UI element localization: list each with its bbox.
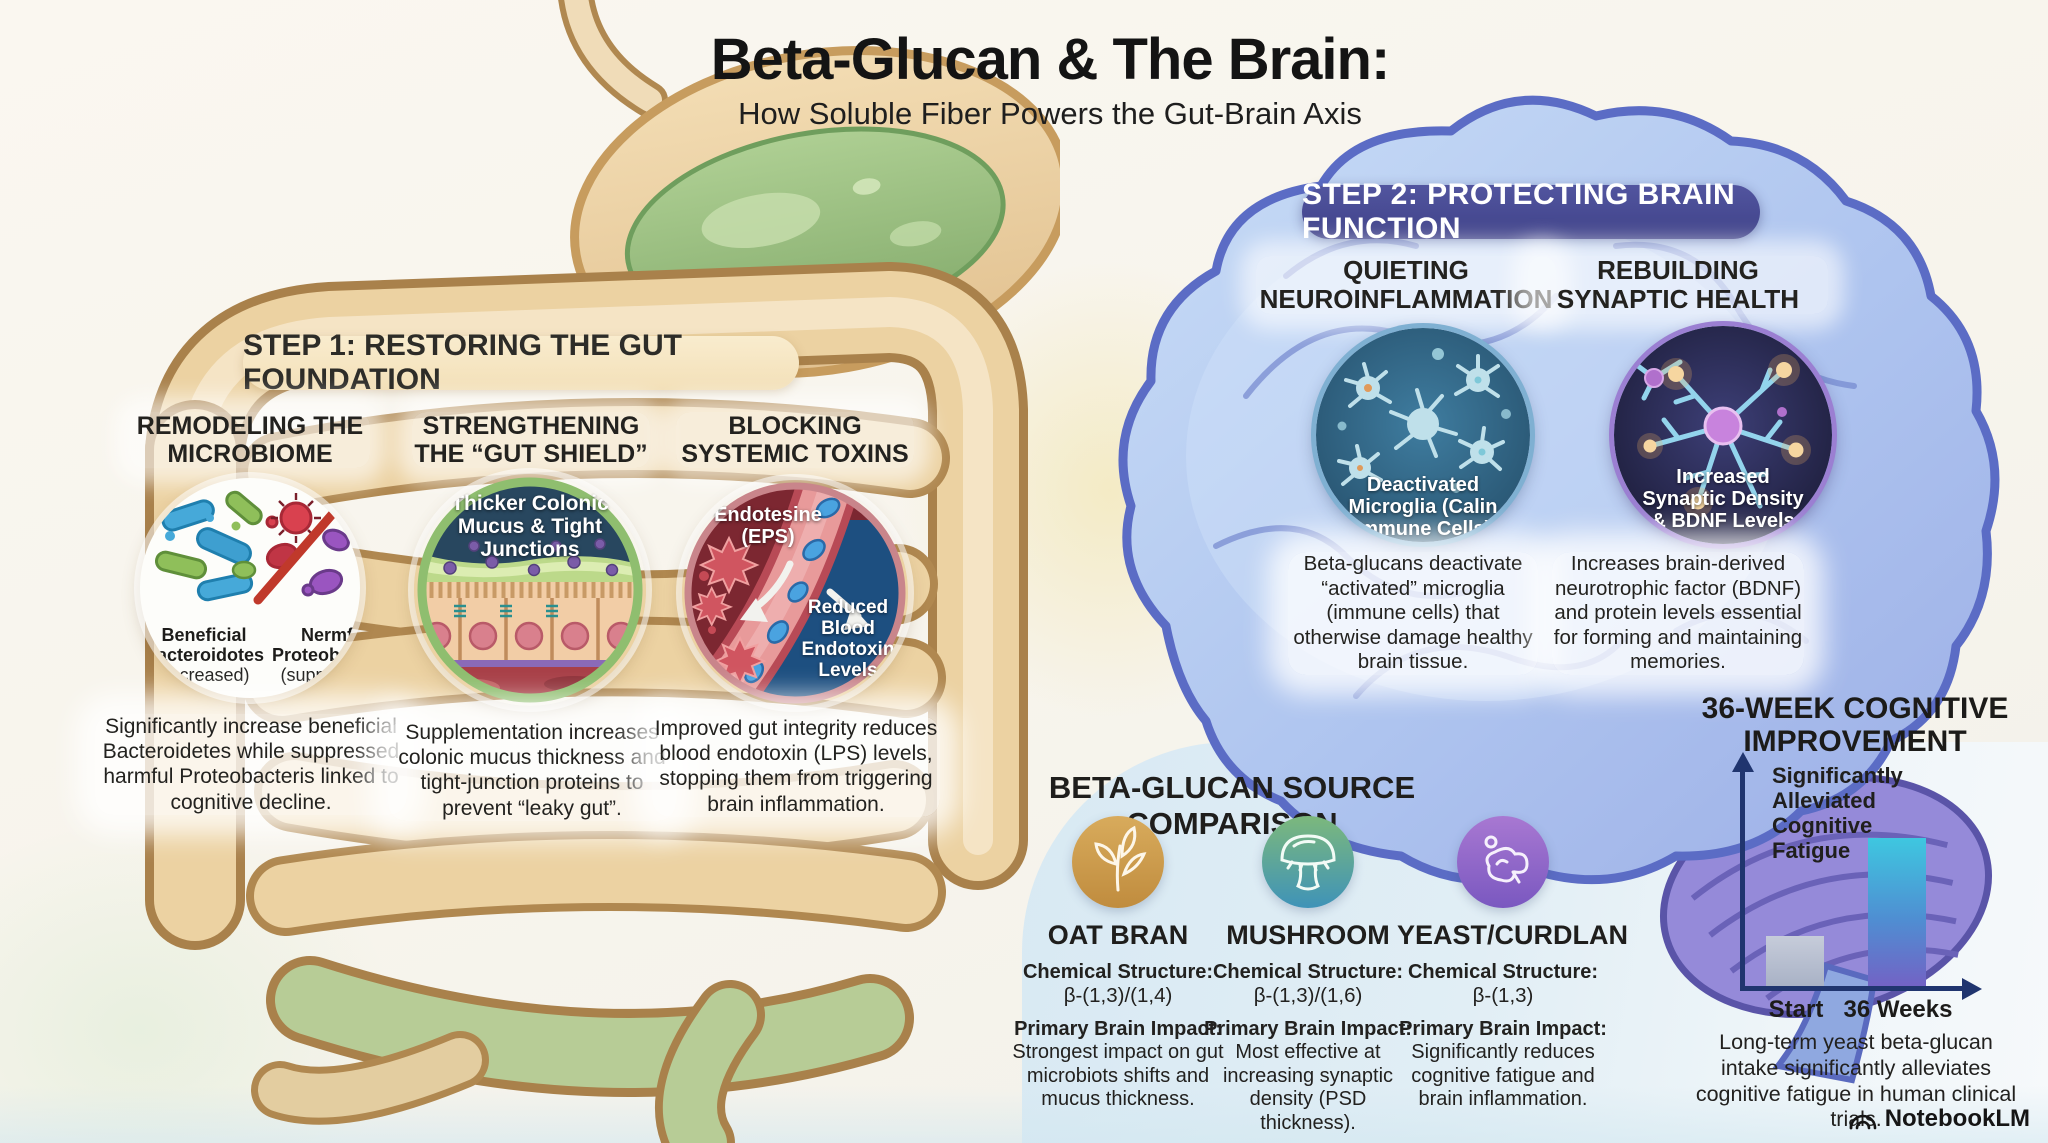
bacteria-art (154, 490, 353, 605)
harmful-bacteria-name: Nermful Proteobacteria (272, 625, 360, 665)
toxin-circle-label-top: Endotesine (EPS) (714, 504, 822, 548)
oat-bran-icon (1072, 816, 1164, 908)
page-title: Beta-Glucan & The Brain: (710, 27, 1391, 92)
source-name: YEAST/CURDLAN (1397, 920, 1629, 950)
beneficial-bacteria-label: Beneficial Bacteroidotes (Increased) (144, 625, 265, 685)
microglia-cell-icon (1458, 426, 1505, 471)
impact-label: Primary Brain Impact: (1204, 1018, 1412, 1040)
step2-col1-heading: QUIETING NEUROINFLAMMATION (1256, 255, 1556, 315)
chart-bar-start (1766, 936, 1824, 986)
step2-header-pill: STEP 2: PROTECTING BRAIN FUNCTION (1302, 178, 1760, 245)
microglia-art (1316, 328, 1530, 542)
chart-label-36weeks: 36 Weeks (1843, 996, 1953, 1023)
microglia-cell-icon (1454, 354, 1500, 398)
microglia-cell-icon (1344, 362, 1392, 408)
notebooklm-logo-icon (1849, 1114, 1876, 1130)
page-subtitle: How Soluble Fiber Powers the Gut-Brain A… (738, 96, 1362, 131)
impact-value: Significantly reduces cognitive fatigue … (1411, 1041, 1595, 1111)
step1-col3-body: Improved gut integrity reduces blood end… (652, 716, 940, 817)
beneficial-bacteria-sub: (Increased) (158, 664, 250, 685)
y-axis-arrow-icon (1731, 752, 1754, 772)
synapse-circle-label: Increased Synaptic Density & BDNF Levels (1642, 466, 1804, 532)
microglia-circle-label: Deactivated Microglia (Calin Immune Cell… (1348, 474, 1498, 540)
toxin-circle-label-bottom: Reduced Blood Endotoxin Levels (801, 597, 895, 681)
chart-caption: Long-term yeast beta-glucan intake signi… (1695, 1030, 2017, 1132)
gut-shield-circle-label: Thicker Colonic Mucus & Tight Junctions (451, 492, 609, 562)
structure-value: β-(1,3)/(1,4) (1063, 984, 1173, 1007)
x-axis-arrow-icon (1962, 977, 1982, 1000)
beneficial-bacteria-name: Beneficial Bacteroidotes (144, 625, 265, 665)
impact-label: Primary Brain Impact: (1399, 1018, 1607, 1040)
harmful-bacteria-sub: (suppressing) (280, 664, 360, 685)
synapse-glow (1637, 354, 1811, 517)
structure-value: β-(1,3) (1472, 984, 1534, 1007)
step1-col1-body: Significantly increase beneficial Bacter… (95, 714, 407, 815)
mushroom-icon (1262, 816, 1354, 908)
impact-value: Most effective at increasing synaptic de… (1222, 1041, 1394, 1134)
microbiome-circle-illustration: Beneficial Bacteroidotes (Increased) Ner… (140, 478, 360, 698)
toxin-circle-illustration: Endotesine (EPS) Reduced Blood Endotoxin… (682, 480, 908, 706)
step2-col1-body: Beta-glucans deactivate “activated” micr… (1288, 552, 1538, 675)
step1-col3-heading: BLOCKING SYSTEMIC TOXINS (676, 412, 914, 468)
chart-x-axis (1740, 986, 1964, 991)
structure-label: Chemical Structure: (1212, 961, 1404, 983)
impact-label: Primary Brain Impact: (1014, 1018, 1222, 1040)
step2-header-label: STEP 2: PROTECTING BRAIN FUNCTION (1302, 178, 1736, 245)
source-yeast: YEAST/CURDLAN Chemical Structure: β-(1,3… (1397, 816, 1629, 1112)
step2-col2-heading: REBUILDING SYNAPTIC HEALTH (1528, 255, 1828, 315)
step1-header-label: STEP 1: RESTORING THE GUT FOUNDATION (243, 329, 682, 396)
step1-header-pill: STEP 1: RESTORING THE GUT FOUNDATION (243, 329, 799, 396)
microglia-cell-icon (1389, 388, 1458, 458)
chart-label-start: Start (1768, 996, 1824, 1023)
step1-col2-body: Supplementation increases colonic mucus … (388, 720, 676, 821)
synapse-circle-illustration: Increased Synaptic Density & BDNF Levels (1614, 326, 1832, 544)
source-oat-bran: OAT BRAN Chemical Structure: β-(1,3)/(1,… (1012, 816, 1224, 1112)
structure-value: β-(1,3)/(1,6) (1253, 984, 1363, 1007)
step1-col2-heading: STRENGTHENING THE “GUT SHIELD” (412, 412, 650, 468)
source-mushroom: MUSHROOM Chemical Structure: β-(1,3)/(1,… (1202, 816, 1414, 1135)
microglia-cell-icon (1337, 444, 1383, 486)
toxin-art (684, 482, 906, 704)
beneficial-bacteria-icon (154, 490, 263, 602)
notebooklm-brand-label: NotebookLM (1884, 1105, 2030, 1132)
structure-label: Chemical Structure: (1022, 961, 1214, 983)
chart-title: 36-WEEK COGNITIVE IMPROVEMENT (1701, 692, 2009, 758)
chart-bar-36weeks (1868, 838, 1926, 986)
source-name: MUSHROOM (1226, 920, 1390, 950)
chart-y-axis (1740, 770, 1745, 989)
yeast-icon (1457, 816, 1549, 908)
synapse-art (1614, 326, 1832, 544)
structure-label: Chemical Structure: (1407, 961, 1599, 983)
step2-col2-body: Increases brain-derived neurotrophic fac… (1552, 552, 1804, 675)
source-name: OAT BRAN (1047, 920, 1189, 950)
harmful-bacteria-label: Nermful Proteobacteria (suppressing) (272, 625, 360, 685)
chart-annotation: Significantly Alleviated Cognitive Fatig… (1772, 763, 1903, 864)
impact-value: Strongest impact on gut microbiots shift… (1012, 1041, 1224, 1111)
notebooklm-brand: NotebookLM (1848, 1105, 2030, 1133)
gut-shield-circle-illustration: Thicker Colonic Mucus & Tight Junctions (414, 474, 646, 706)
microglia-circle-illustration: Deactivated Microglia (Calin Immune Cell… (1316, 328, 1530, 542)
step1-col1-heading: REMODELING THE MICROBIOME (130, 412, 370, 468)
